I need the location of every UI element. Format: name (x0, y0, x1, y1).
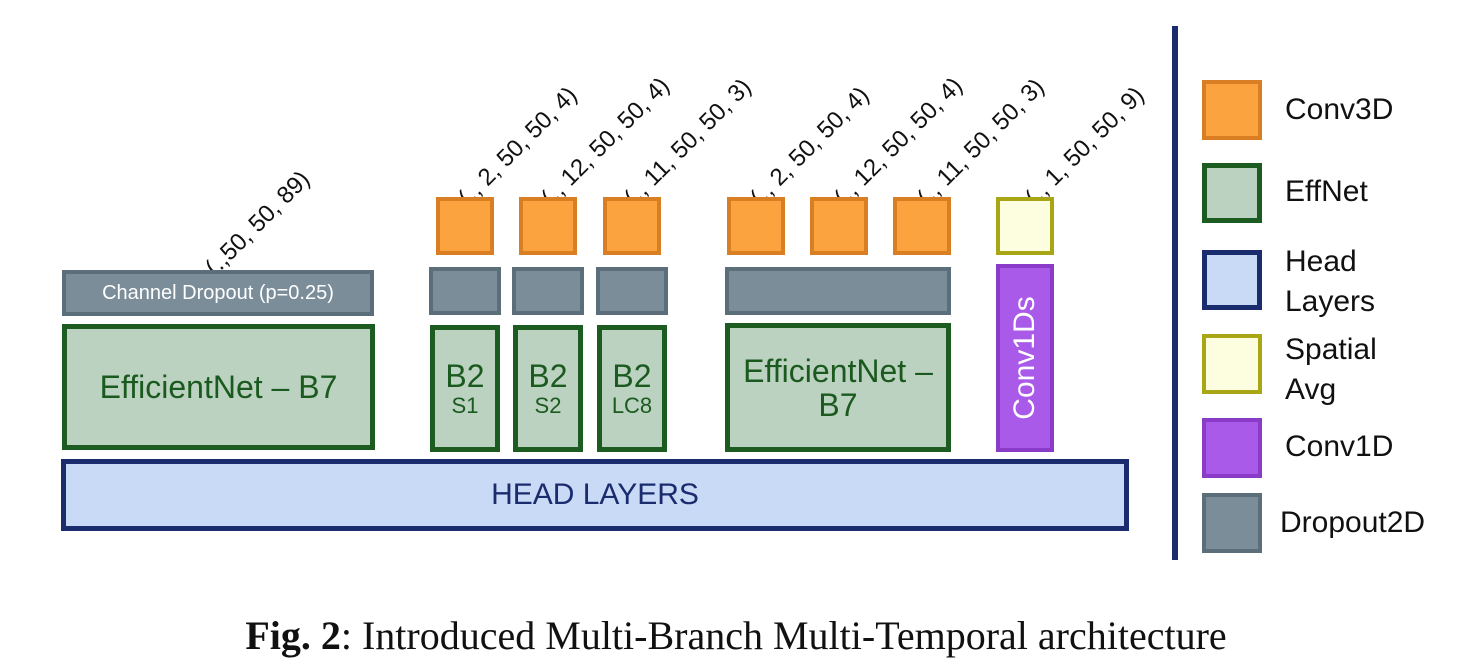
efficientnet-b7-right-label-line2: B7 (818, 386, 858, 423)
effnet-b2-s2-label: B2 (528, 357, 568, 394)
dropout2d-block-b7 (725, 267, 951, 315)
conv3d-block-s2 (519, 197, 577, 255)
conv3d-block-b7-s2 (810, 197, 868, 255)
figure-caption-text: : Introduced Multi-Branch Multi-Temporal… (340, 613, 1227, 658)
effnet-b2-s1-label: B2 (445, 357, 485, 394)
legend-label-spatial-line1: Spatial (1285, 333, 1377, 366)
legend-swatch-conv1d (1202, 418, 1262, 478)
effnet-b2-lc8-block: B2 LC8 (597, 325, 667, 452)
legend-swatch-spatial-avg (1202, 334, 1262, 394)
legend-swatch-head-layers (1202, 250, 1262, 310)
head-layers-block: HEAD LAYERS (61, 459, 1129, 531)
dropout2d-block-lc8 (596, 267, 668, 315)
legend-swatch-effnet (1202, 163, 1262, 223)
legend-label-spatial-line2: Avg (1285, 373, 1337, 406)
dropout2d-block-s1 (429, 267, 501, 315)
conv3d-block-b7-s1 (727, 197, 785, 255)
figure-caption: Fig. 2: Introduced Multi-Branch Multi-Te… (0, 612, 1472, 659)
conv3d-block-s1 (436, 197, 494, 255)
efficientnet-b7-right-label-line1: EfficientNet – (743, 352, 933, 389)
legend-label-head-line2: Layers (1285, 285, 1376, 318)
legend-divider (1172, 26, 1178, 560)
efficientnet-b7-left-block: EfficientNet – B7 (62, 324, 375, 450)
spatial-avg-block (996, 197, 1054, 255)
efficientnet-b7-right-block: EfficientNet – B7 (725, 323, 951, 452)
legend-label-dropout2d: Dropout2D (1280, 506, 1426, 539)
channel-dropout-label: Channel Dropout (p=0.25) (102, 281, 334, 304)
dropout2d-block-s2 (512, 267, 584, 315)
efficientnet-b7-left-label: EfficientNet – B7 (99, 369, 338, 405)
legend-label-conv3d: Conv3D (1285, 93, 1394, 126)
channel-dropout-block: Channel Dropout (p=0.25) (62, 270, 374, 316)
effnet-b2-s1-sublabel: S1 (451, 392, 479, 418)
dim-label-effnet-b7-left: (.,50, 50, 89) (200, 165, 316, 282)
conv3d-block-lc8 (603, 197, 661, 255)
effnet-b2-lc8-sublabel: LC8 (611, 392, 653, 418)
effnet-b2-s2-block: B2 S2 (513, 325, 583, 452)
conv3d-block-b7-lc8 (893, 197, 951, 255)
legend-label-effnet: EffNet (1285, 175, 1368, 208)
legend-label-conv1d: Conv1D (1285, 430, 1394, 463)
effnet-b2-s2-sublabel: S2 (534, 392, 562, 418)
conv1ds-block: Conv1Ds (996, 264, 1054, 452)
legend-swatch-conv3d (1202, 80, 1262, 140)
head-layers-label: HEAD LAYERS (491, 478, 699, 511)
legend-label-head-line1: Head (1285, 245, 1357, 278)
effnet-b2-s1-block: B2 S1 (430, 325, 500, 452)
effnet-b2-lc8-label: B2 (612, 357, 652, 394)
legend-swatch-dropout2d (1202, 493, 1262, 553)
conv1ds-label: Conv1Ds (1008, 296, 1041, 420)
figure-caption-label: Fig. 2 (245, 613, 341, 658)
